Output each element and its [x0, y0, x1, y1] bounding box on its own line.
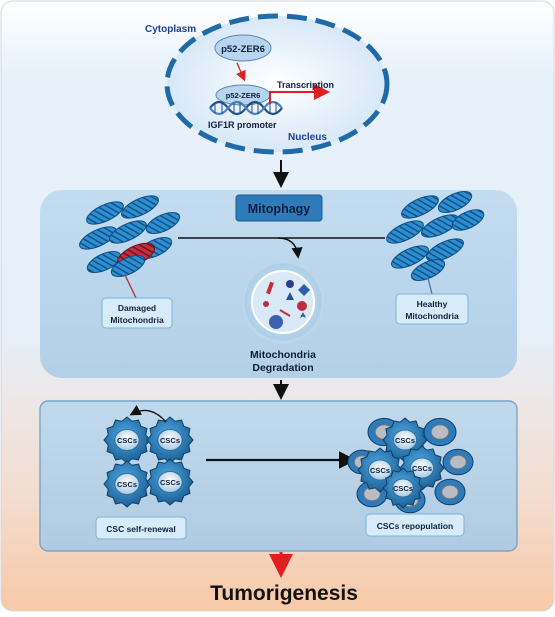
- mitophagy-title-box: [235, 194, 323, 222]
- transcription-arrow: [269, 84, 330, 104]
- csc-cell-label: CSCs: [160, 436, 180, 445]
- self-renewal-label-box: [95, 516, 187, 540]
- transcription-label: Transcription: [277, 80, 334, 90]
- protein-p52-top-label: p52-ZER6: [221, 44, 265, 55]
- csc-cell: CSCs: [103, 460, 151, 508]
- protein-p52-bound-label: p52-ZER6: [226, 91, 261, 100]
- csc-cell: CSCs: [103, 416, 151, 464]
- csc-cell: CSCs: [399, 445, 445, 491]
- csc-cell-label: CSCs: [412, 464, 432, 473]
- damaged-label-line2: Mitochondria: [110, 315, 164, 325]
- degradation-label-line2: Degradation: [252, 362, 313, 374]
- binding-arrow: [236, 62, 246, 82]
- csc-background-cell: [434, 478, 466, 506]
- damaged-label-box: [101, 297, 173, 329]
- self-renewal-curve-arrow: [129, 405, 167, 423]
- csc-cell: CSCs: [146, 416, 194, 464]
- repopulation-label-box: [365, 513, 465, 537]
- csc-cell-label: CSCs: [393, 484, 413, 493]
- protein-p52-top-shape: [214, 34, 272, 62]
- promoter-label: IGF1R promoter: [208, 120, 277, 130]
- damaged-pointer-line: [124, 274, 137, 299]
- csc-background-cell: [442, 448, 474, 476]
- repopulation-label: CSCs repopulation: [377, 521, 454, 531]
- cytoplasm-label: Cytoplasm: [145, 24, 196, 35]
- csc-cell-label: CSCs: [117, 480, 137, 489]
- nucleus-label: Nucleus: [288, 132, 327, 143]
- csc-cell-label: CSCs: [395, 436, 415, 445]
- csc-cell: CSCs: [146, 458, 194, 506]
- degradation-curve-arrow: [277, 237, 303, 259]
- self-renewal-label: CSC self-renewal: [106, 524, 175, 534]
- degradation-label-line1: Mitochondria: [250, 349, 316, 361]
- damaged-label-line1: Damaged: [118, 303, 156, 313]
- csc-cell-label: CSCs: [117, 436, 137, 445]
- healthy-label-line2: Mitochondria: [405, 311, 459, 321]
- csc-cell-label: CSCs: [160, 478, 180, 487]
- tumorigenesis-title: Tumorigenesis: [210, 582, 358, 605]
- healthy-label-box: [395, 293, 469, 325]
- healthy-mitochondria-cluster: [386, 190, 485, 282]
- mitophagy-title: Mitophagy: [248, 202, 311, 216]
- csc-cell: CSCs: [382, 467, 424, 509]
- csc-cell-label: CSCs: [370, 466, 390, 475]
- damaged-mitochondria-cluster: [79, 195, 181, 278]
- csc-background-cell: [423, 417, 457, 447]
- healthy-pointer-line: [427, 277, 433, 295]
- lysosome-icon: [241, 260, 325, 344]
- healthy-label-line1: Healthy: [417, 299, 448, 309]
